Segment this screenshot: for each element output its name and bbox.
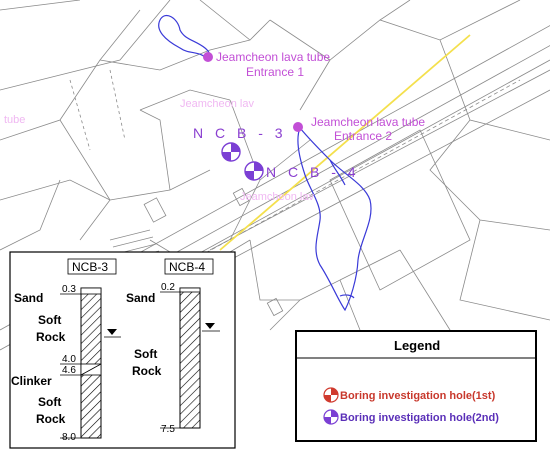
- borehole-ncb4-label: N C B - 4: [266, 164, 360, 180]
- log-ncb4-sand-label: Sand: [126, 291, 155, 305]
- legend-title: Legend: [394, 338, 440, 353]
- log-ncb3-depth: 4.6: [62, 365, 76, 376]
- log-ncb3-rock-label: Rock: [36, 330, 66, 344]
- log-ncb4-sand-layer: [179, 287, 201, 293]
- legend-first-hole-icon: [323, 387, 339, 403]
- ghost-label: Jeamcheon lav: [240, 191, 314, 203]
- log-ncb4-rock-label: Rock: [132, 364, 162, 378]
- log-ncb3-clinker-label: Clinker: [11, 374, 52, 388]
- log-ncb4-depth: 0.2: [161, 282, 175, 293]
- log-ncb3-column: [80, 287, 102, 439]
- legend-second-hole-icon: [323, 409, 339, 425]
- entrance-2-name: Jeamcheon lava tube: [311, 115, 425, 129]
- log-ncb4-soft-label: Soft: [134, 347, 157, 361]
- log-ncb4-water-level-icon: [205, 323, 215, 329]
- legend: Legend Boring investigation hole(1st) Bo…: [295, 330, 537, 442]
- entrance-1-suffix: Entrance 1: [246, 65, 304, 79]
- log-ncb4-column: [179, 287, 201, 429]
- log-ncb3-sand-layer: [80, 287, 102, 295]
- log-ncb3-depth: 8.0: [62, 432, 76, 443]
- ghost-label: tube: [4, 114, 25, 126]
- entrance-2-marker: [293, 122, 303, 132]
- entrance-2-suffix: Entrance 2: [334, 129, 392, 143]
- log-ncb3-soft-label-2: Soft: [38, 395, 61, 409]
- borehole-ncb4-marker: [244, 161, 264, 181]
- log-ncb4-depth: 7.5: [161, 424, 175, 435]
- borehole-ncb3-label: N C B - 3: [193, 125, 287, 141]
- log-ncb3-depth: 0.3: [62, 284, 76, 295]
- entrance-1-name: Jeamcheon lava tube: [216, 50, 330, 64]
- road-centerline: [219, 34, 471, 251]
- log-ncb3-sand-label: Sand: [14, 291, 43, 305]
- ghost-label: Jeamcheon lav: [180, 98, 254, 110]
- log-ncb3-soft-label: Soft: [38, 313, 61, 327]
- legend-second-hole-label: Boring investigation hole(2nd): [340, 412, 499, 424]
- log-ncb4-header-box: [164, 258, 214, 275]
- log-ncb3-header-box: [67, 258, 117, 275]
- legend-first-hole-label: Boring investigation hole(1st): [340, 390, 496, 402]
- borehole-ncb3-marker: [221, 142, 241, 162]
- log-ncb4-header: NCB-4: [169, 260, 205, 274]
- entrance-1-marker: [203, 52, 213, 62]
- lava-tube-outline: [158, 15, 372, 312]
- log-ncb3-header: NCB-3: [72, 260, 108, 274]
- log-ncb3-depth: 4.0: [62, 354, 76, 365]
- log-ncb3-water-level-icon: [107, 329, 117, 335]
- boring-log-inset: NCB-3 0.3 4.0 4.6 8.0 Sand Soft Rock Cli…: [9, 251, 236, 449]
- log-ncb3-rock-label-2: Rock: [36, 412, 66, 426]
